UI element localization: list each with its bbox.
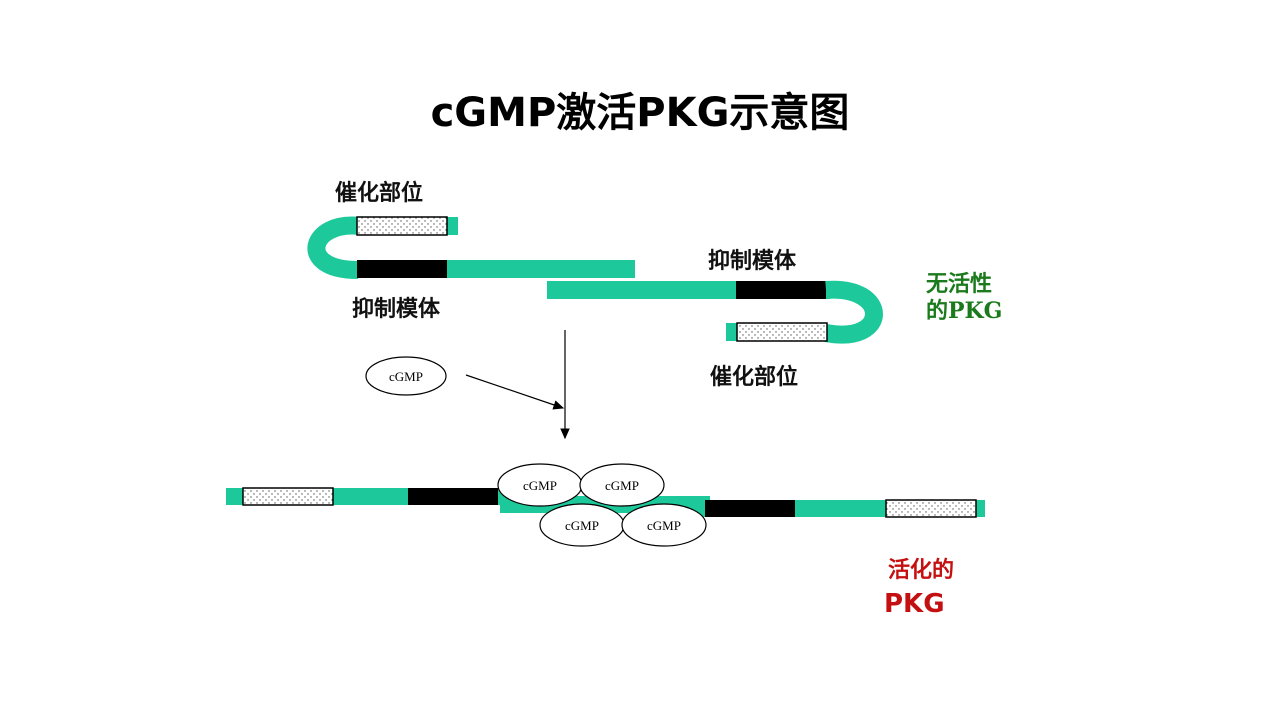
- bound-cgmp-4: cGMP: [621, 503, 707, 547]
- bound-cgmp-3: cGMP: [539, 503, 625, 547]
- bound-cgmp-label: cGMP: [523, 478, 557, 493]
- bound-cgmp-label: cGMP: [605, 478, 639, 493]
- label-catalytic-site-top: 催化部位: [335, 180, 423, 206]
- active-inhibitor-left: [408, 488, 498, 505]
- inactive-lower-subunit: [547, 280, 883, 344]
- inhibitor-motif-upper: [357, 260, 447, 278]
- label-catalytic-site-right: 催化部位: [710, 364, 798, 390]
- inactive-upper-subunit: [307, 216, 635, 279]
- catalytic-site-upper-tail: [445, 217, 458, 235]
- catalytic-site-lower-tail: [726, 323, 739, 341]
- catalytic-site-lower: [736, 322, 828, 342]
- label-inactive-line2: 的PKG: [926, 298, 1002, 324]
- label-inhibitor-left: 抑制模体: [352, 296, 441, 322]
- lower-chain-hook: [824, 280, 883, 344]
- bound-cgmp-1: cGMP: [497, 463, 583, 507]
- bound-cgmp-oval: [621, 503, 707, 547]
- slide-title: cGMP激活PKG示意图: [430, 90, 850, 136]
- active-inhibitor-right: [705, 500, 795, 517]
- bound-cgmp-label: cGMP: [565, 518, 599, 533]
- active-catalytic-site-left: [242, 487, 334, 506]
- active-catalytic-site-right: [885, 499, 977, 518]
- label-active-line1: 活化的: [888, 557, 954, 583]
- bound-cgmp-label: cGMP: [647, 518, 681, 533]
- label-inactive-line1: 无活性: [926, 271, 992, 297]
- active-pkg: [226, 487, 985, 518]
- free-cgmp-label: cGMP: [389, 369, 423, 384]
- binding-arrow: [465, 374, 565, 410]
- free-cgmp: cGMP: [365, 356, 447, 396]
- upper-chain-hook: [307, 216, 362, 279]
- free-cgmp-oval: [365, 356, 447, 396]
- catalytic-site-upper: [356, 216, 448, 236]
- bound-cgmp-2: cGMP: [579, 463, 665, 507]
- inhibitor-motif-lower: [736, 281, 826, 299]
- label-active-line2: PKG: [884, 589, 945, 619]
- label-inhibitor-right: 抑制模体: [708, 248, 797, 274]
- bound-cgmp-oval: [579, 463, 665, 507]
